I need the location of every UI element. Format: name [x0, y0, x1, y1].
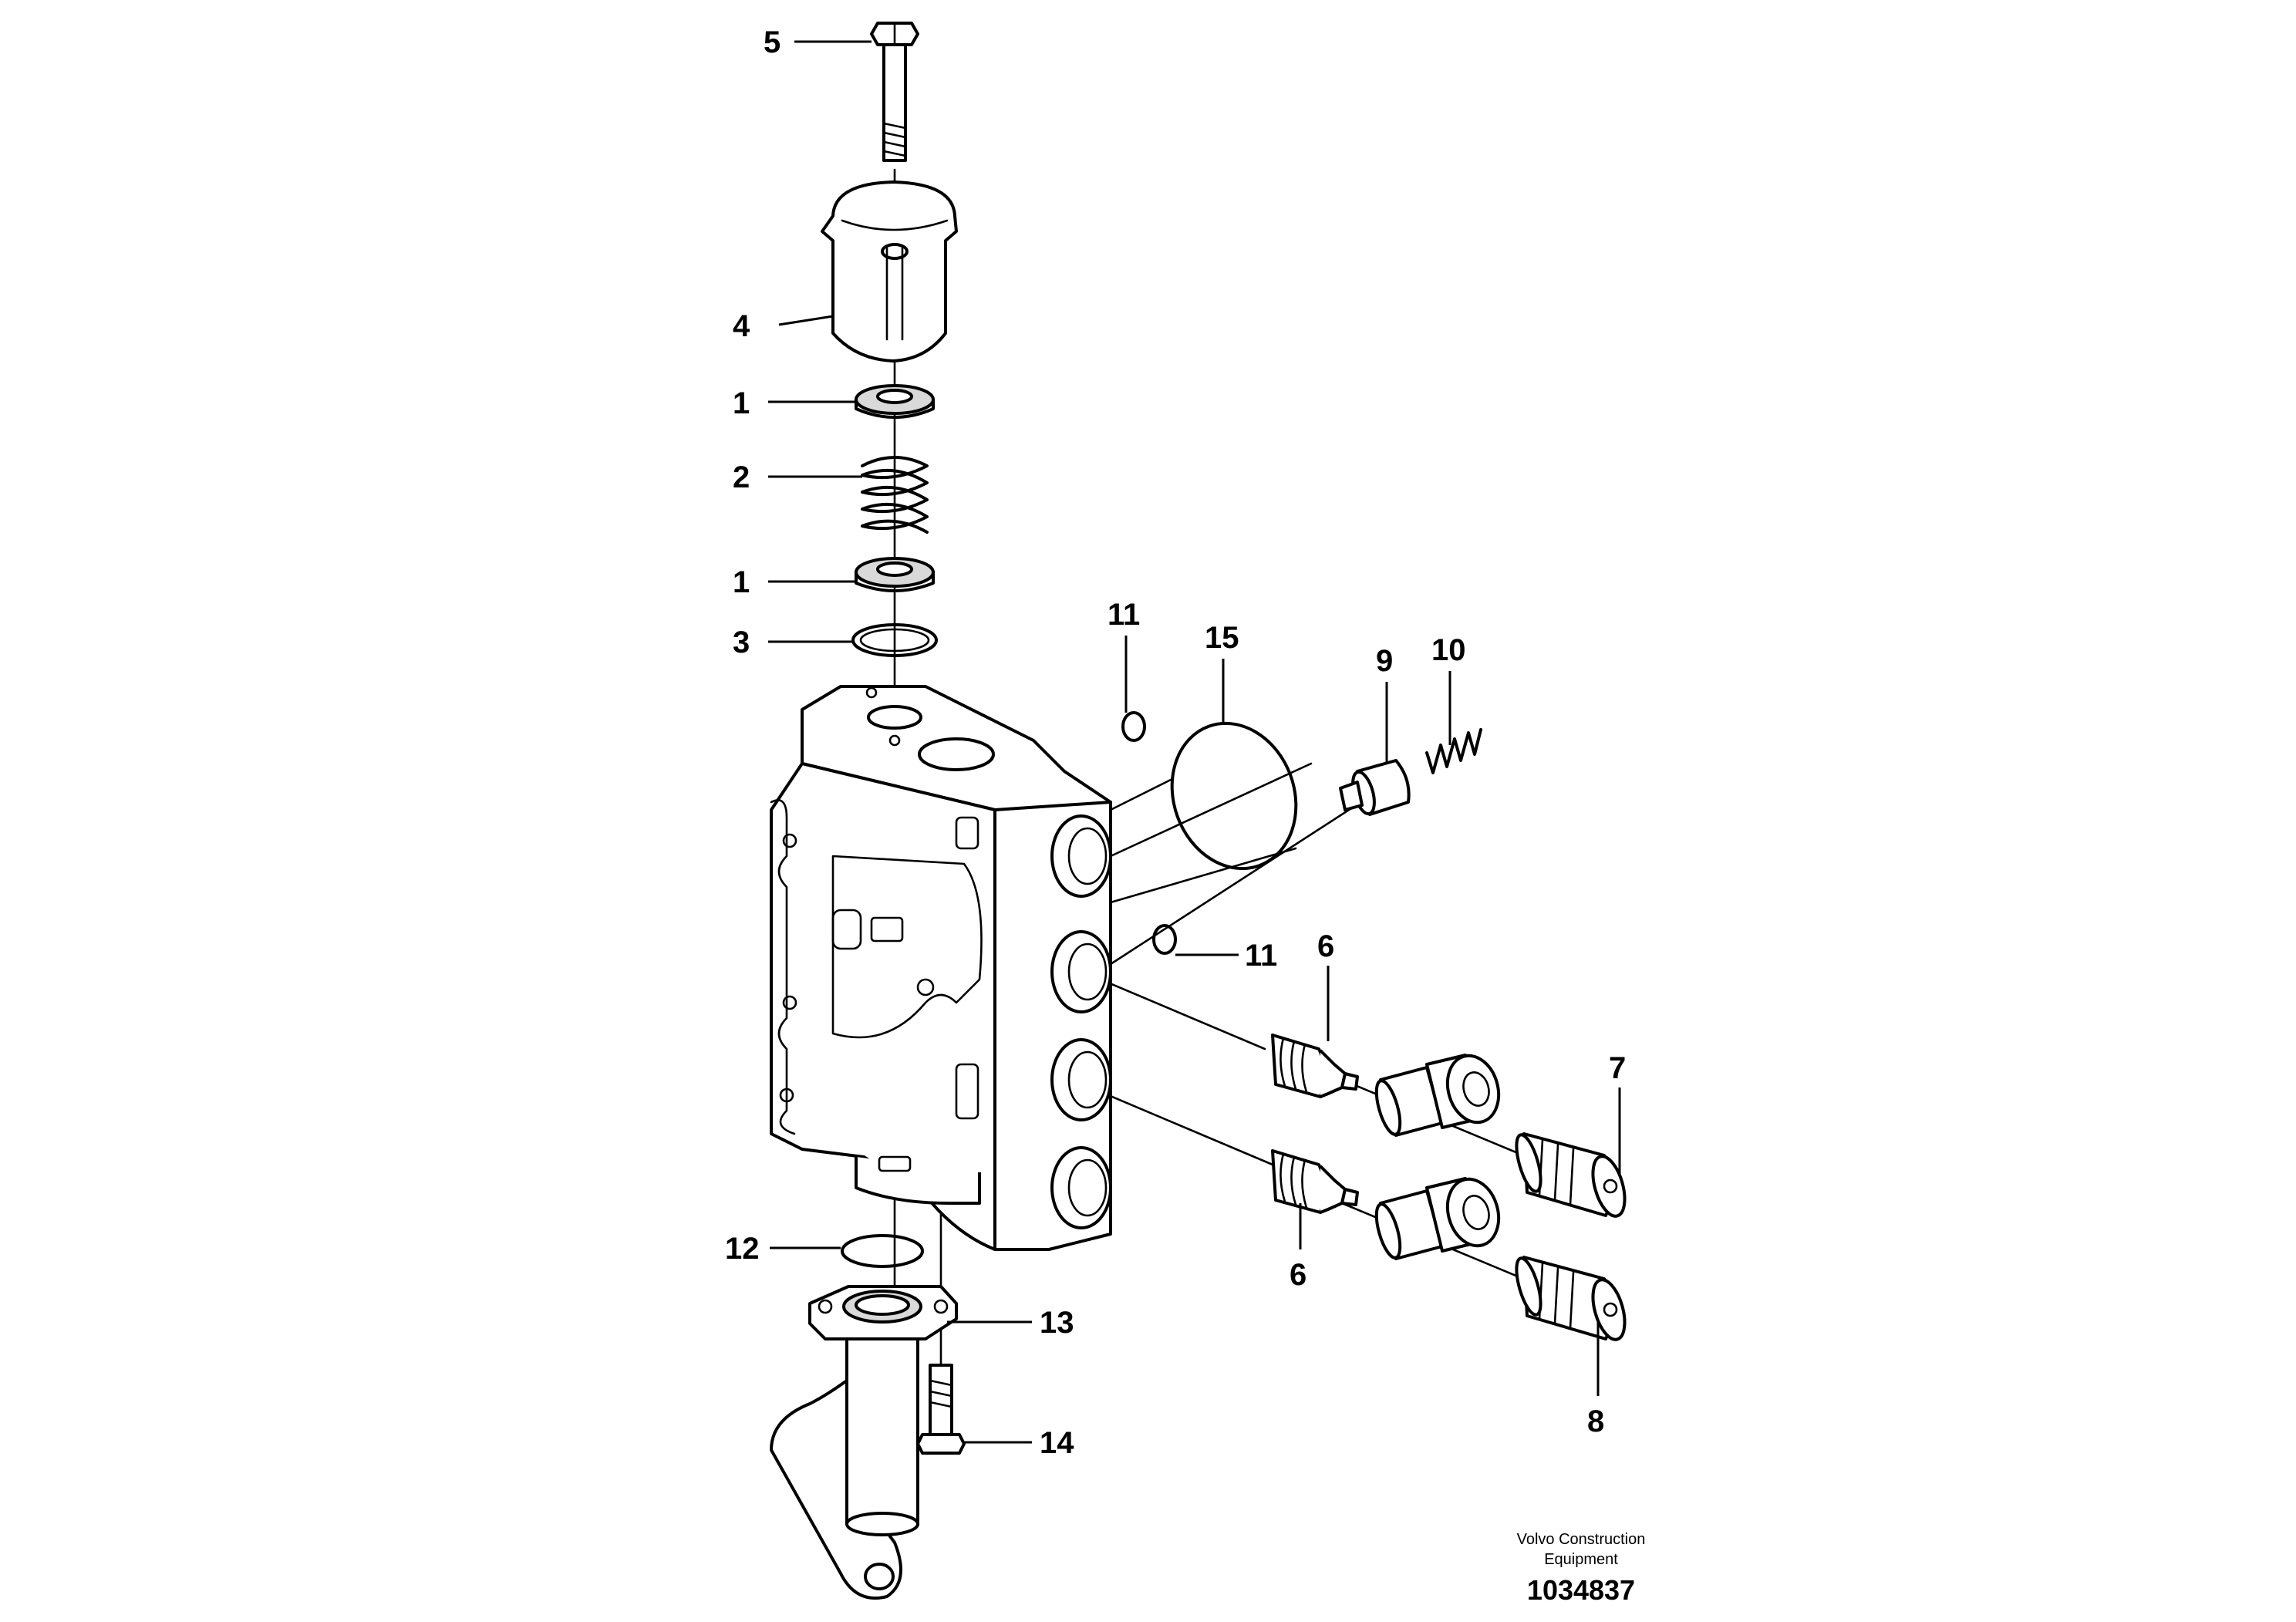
o-ring-part-12	[841, 1234, 924, 1268]
callout-11-mid: 11	[1245, 939, 1277, 973]
callout-12: 12	[725, 1232, 760, 1266]
poppet-part-6-bottom	[1271, 1149, 1359, 1214]
brand-line-1: Volvo Construction	[1517, 1531, 1646, 1548]
piston-part-9	[1339, 759, 1411, 816]
callout-7: 7	[1609, 1051, 1626, 1085]
poppet-part-6-top	[1271, 1034, 1359, 1098]
callout-1-bottom: 1	[733, 565, 750, 599]
callout-6-top: 6	[1317, 929, 1334, 963]
cap-part-4	[821, 180, 958, 363]
callout-3: 3	[733, 626, 750, 659]
flange-elbow-part-13	[770, 1285, 958, 1600]
spring-part-10	[1425, 728, 1482, 774]
callout-10: 10	[1431, 633, 1466, 667]
brand-line-2: Equipment	[1544, 1551, 1618, 1568]
callout-8: 8	[1587, 1404, 1604, 1438]
callout-11-top: 11	[1108, 598, 1140, 632]
valve-body-housing	[770, 685, 1112, 1251]
washer-part-1-bottom	[855, 557, 935, 592]
plug-assembly-part-8	[1374, 1177, 1627, 1341]
o-ring-part-15	[1170, 721, 1298, 871]
o-ring-part-11-mid	[1152, 924, 1177, 955]
callout-1-top: 1	[733, 386, 750, 420]
callout-2: 2	[733, 460, 750, 494]
bolt-part-5	[870, 22, 919, 162]
screw-part-14	[916, 1364, 966, 1455]
callout-6-bottom: 6	[1290, 1258, 1306, 1292]
callout-15: 15	[1205, 621, 1239, 655]
footer-block: Volvo Construction Equipment 1034837	[1517, 1531, 1646, 1606]
callout-9: 9	[1376, 644, 1393, 678]
plug-assembly-part-7	[1374, 1054, 1627, 1218]
callout-13: 13	[1040, 1306, 1074, 1340]
callout-14: 14	[1040, 1426, 1074, 1460]
washer-part-1-top	[855, 384, 935, 419]
o-ring-part-11-top	[1121, 711, 1146, 742]
spring-part-2	[861, 456, 929, 534]
callout-labels: 5 4 1 2 1 3 11 15 9 10 11 6 7 6 8 12 13 …	[725, 25, 1626, 1460]
callout-leader-lines	[768, 40, 1621, 1444]
callout-5: 5	[764, 25, 781, 59]
o-ring-part-3	[851, 623, 938, 657]
callout-4: 4	[733, 309, 750, 343]
document-number: 1034837	[1527, 1574, 1635, 1606]
